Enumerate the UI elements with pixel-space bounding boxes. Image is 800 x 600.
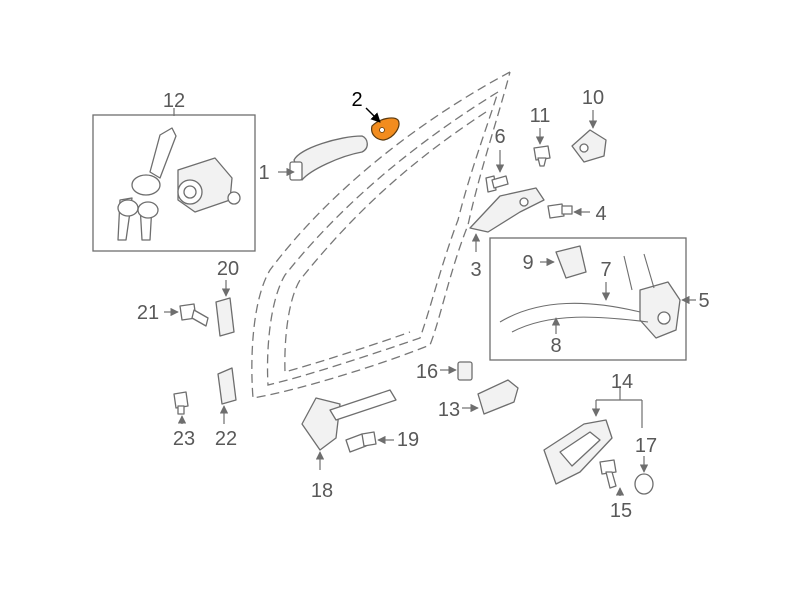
part-16-clip[interactable] xyxy=(440,361,473,381)
part-22-lower-hinge[interactable] xyxy=(217,367,237,424)
part-13-handle-frame[interactable] xyxy=(462,379,519,415)
part-11-bolt[interactable] xyxy=(533,128,551,167)
callout-1: 1 xyxy=(258,162,269,184)
callout-18: 18 xyxy=(311,480,333,502)
part-1-outside-handle[interactable] xyxy=(278,135,368,181)
callout-23: 23 xyxy=(173,428,195,450)
callout-16: 16 xyxy=(416,361,438,383)
callout-10: 10 xyxy=(582,87,604,109)
callout-12: 12 xyxy=(163,90,185,112)
part-4-bolt[interactable] xyxy=(547,203,590,219)
part-12-key-cylinder-set[interactable] xyxy=(92,108,256,252)
part-8-cable[interactable] xyxy=(511,316,649,334)
part-3-hinge[interactable] xyxy=(469,187,545,252)
callout-8: 8 xyxy=(550,335,561,357)
callout-22: 22 xyxy=(215,428,237,450)
callout-17: 17 xyxy=(635,435,657,457)
callout-6: 6 xyxy=(494,126,505,148)
door-outline xyxy=(251,71,511,399)
callout-21: 21 xyxy=(137,302,159,324)
callout-14: 14 xyxy=(611,371,633,393)
part-20-hinge-bracket[interactable] xyxy=(215,280,235,337)
part-17-cap[interactable] xyxy=(634,456,654,495)
callout-7: 7 xyxy=(600,259,611,281)
callout-2: 2 xyxy=(351,89,362,111)
callout-3: 3 xyxy=(470,259,481,281)
part-14-inside-handle[interactable] xyxy=(543,386,643,485)
part-18-door-check[interactable] xyxy=(301,389,397,470)
callout-20: 20 xyxy=(217,258,239,280)
callout-13: 13 xyxy=(438,399,460,421)
part-2-handle-cap[interactable] xyxy=(365,107,400,141)
callout-9: 9 xyxy=(522,252,533,274)
part-23-bolt[interactable] xyxy=(173,391,189,424)
part-10-striker[interactable] xyxy=(571,110,607,163)
part-21-bolt[interactable] xyxy=(164,303,209,327)
part-6-bolt[interactable] xyxy=(485,150,509,193)
part-15-screw[interactable] xyxy=(599,459,625,496)
part-9-latch-cover[interactable] xyxy=(540,245,587,279)
callout-19: 19 xyxy=(397,429,419,451)
key-head xyxy=(131,174,161,196)
callout-11: 11 xyxy=(530,105,551,127)
part-5-latch-assembly[interactable] xyxy=(489,237,696,361)
key-blade xyxy=(149,127,177,179)
callout-5: 5 xyxy=(698,290,709,312)
part-7-rod-cable[interactable] xyxy=(499,282,641,323)
callout-15: 15 xyxy=(610,500,632,522)
part-19-bolt[interactable] xyxy=(345,431,394,453)
callout-4: 4 xyxy=(595,203,606,225)
